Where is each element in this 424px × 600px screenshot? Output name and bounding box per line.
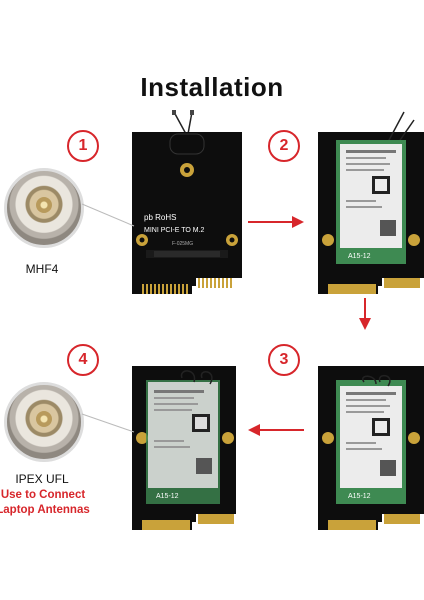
ipex-ufl-connector-closeup	[4, 382, 84, 462]
ipex-ufl-label: IPEX UFL	[15, 472, 69, 486]
arrow-right	[248, 216, 304, 228]
mhf4-label: MHF4	[25, 262, 59, 276]
step-badge-2: 2	[268, 130, 300, 162]
step-badge-4: 4	[67, 344, 99, 376]
antenna-note: Use to Connect Laptop Antennas	[0, 488, 90, 518]
callout-line-1	[81, 203, 135, 227]
module-label-4: A15-12	[156, 493, 179, 500]
adapter-brand-text: pb RoHS	[144, 213, 176, 222]
adapter-card-module-inserted: A15-12	[318, 111, 424, 294]
page-title: Installation	[140, 72, 284, 102]
adapter-model-text: MINI PCI-E TO M.2	[144, 227, 205, 234]
module-label-3: A15-12	[348, 493, 371, 500]
adapter-card-antennas-attached: A15-12	[318, 366, 424, 530]
callout-line-2	[81, 413, 135, 433]
adapter-card-empty: pb RoHS MINI PCI-E TO M.2 F-025MG	[132, 110, 242, 294]
step-badge-1: 1	[67, 130, 99, 162]
mhf4-connector-closeup	[4, 168, 84, 248]
arrow-left	[248, 424, 304, 436]
step-badge-3: 3	[268, 344, 300, 376]
adapter-card-assembled: A15-12	[132, 366, 236, 530]
arrow-down	[359, 298, 371, 330]
module-label-2: A15-12	[348, 253, 371, 260]
antenna-note-line-2: Laptop Antennas	[0, 504, 90, 516]
adapter-code-text: F-025MG	[172, 241, 193, 247]
antenna-note-line-1: Use to Connect	[0, 489, 86, 501]
